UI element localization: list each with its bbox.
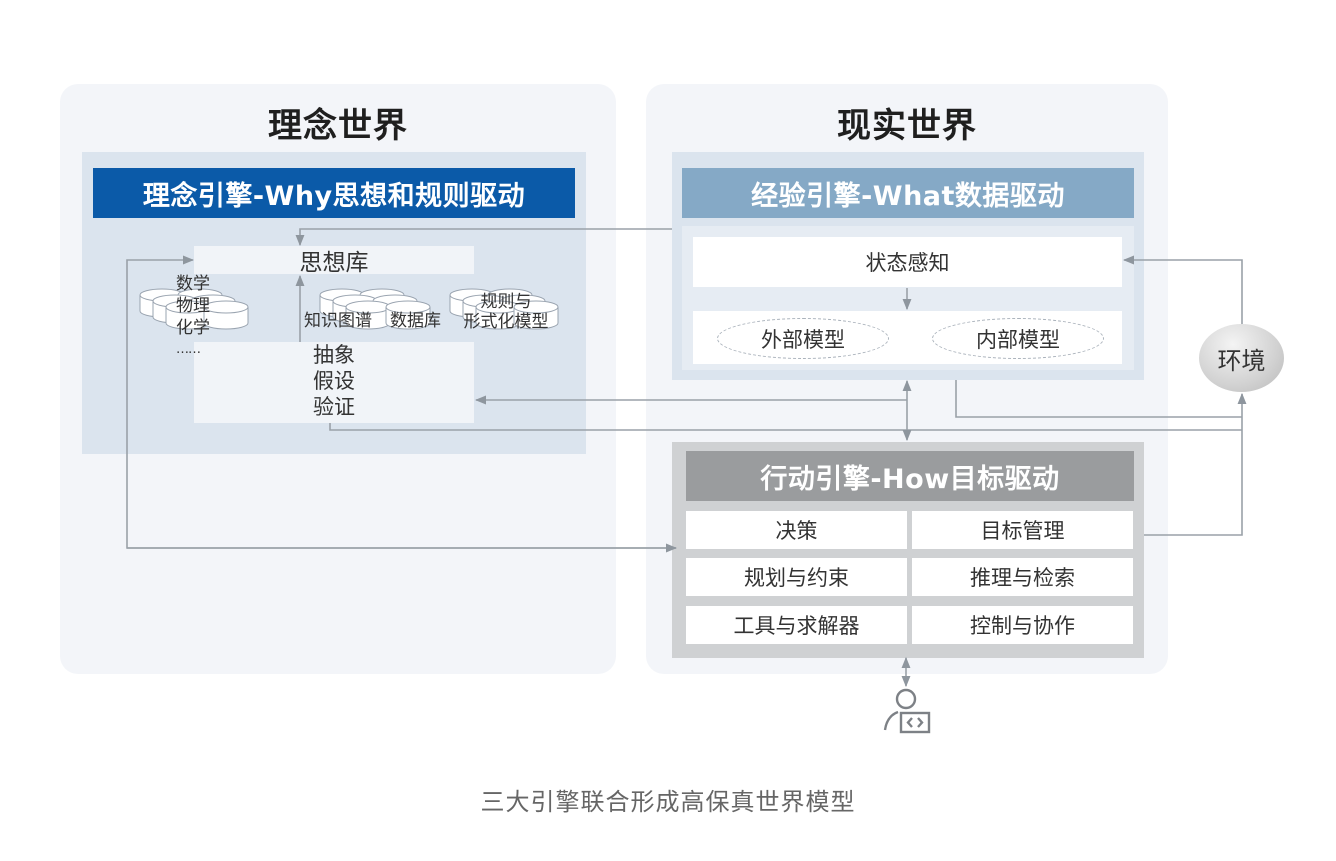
- ideal-world-title: 理念世界: [268, 106, 408, 146]
- process-hypothesis: 假设: [313, 369, 355, 393]
- ideal-engine-header: 理念引擎-Why思想和规则驱动: [93, 168, 575, 218]
- database-label: 数据库: [390, 311, 441, 331]
- science-math: 数学: [176, 274, 210, 294]
- process-abstract: 抽象: [313, 343, 355, 367]
- sciences-label: 数学 物理 化学 ……: [176, 273, 236, 361]
- science-more: ……: [176, 342, 201, 357]
- cell-planning-constraints: 规划与约束: [686, 558, 907, 596]
- cell-tools-solvers: 工具与求解器: [686, 606, 907, 644]
- cell-reasoning-retrieval: 推理与检索: [912, 558, 1133, 596]
- cell-goal-management: 目标管理: [912, 511, 1133, 549]
- cell-decision: 决策: [686, 511, 907, 549]
- science-physics: 物理: [176, 296, 210, 316]
- rules-line2: 形式化模型: [463, 312, 549, 332]
- knowledge-graph-label: 知识图谱: [304, 311, 372, 331]
- rules-label: 规则与 形式化模型: [456, 292, 556, 332]
- action-engine-header: 行动引擎-How目标驱动: [686, 451, 1134, 501]
- user-code-icon: [883, 688, 931, 734]
- external-model-ellipse: 外部模型: [717, 318, 889, 359]
- internal-model-ellipse: 内部模型: [932, 318, 1104, 359]
- state-perception-box: 状态感知: [693, 237, 1122, 287]
- models-box: 外部模型 内部模型: [693, 311, 1122, 364]
- process-verify: 验证: [313, 395, 355, 419]
- real-world-title: 现实世界: [837, 106, 977, 146]
- diagram-caption: 三大引擎联合形成高保真世界模型: [480, 788, 856, 816]
- rules-line1: 规则与: [480, 292, 532, 312]
- thought-library-box: 思想库: [194, 246, 474, 276]
- environment-node: 环境: [1199, 324, 1284, 392]
- science-chemistry: 化学: [176, 318, 210, 338]
- experience-engine-header: 经验引擎-What数据驱动: [682, 168, 1134, 218]
- cell-control-collaboration: 控制与协作: [912, 606, 1133, 644]
- process-box: 抽象 假设 验证: [194, 342, 474, 423]
